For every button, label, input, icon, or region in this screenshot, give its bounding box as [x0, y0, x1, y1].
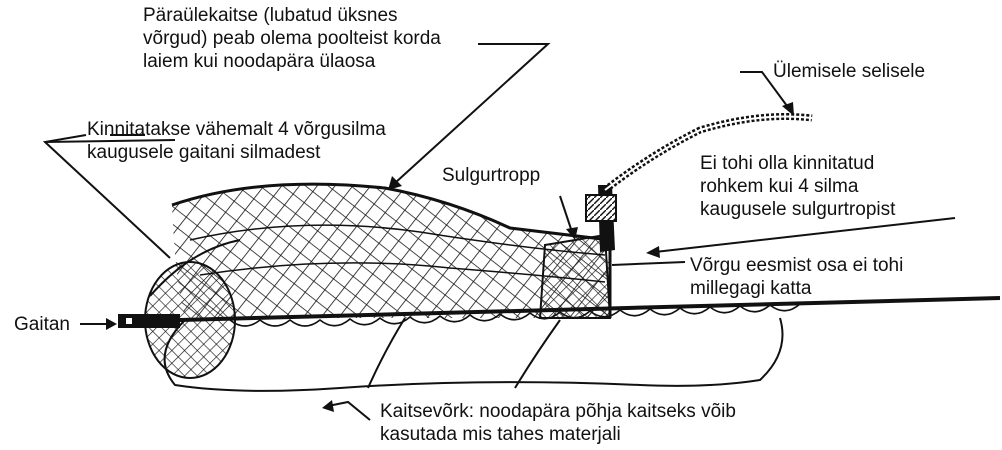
closing-rope-label: Sulgurtropp — [442, 164, 540, 187]
closing-rope-section — [540, 185, 616, 318]
upper-back-label: Ülemisele selisele — [773, 60, 925, 83]
protective-net-outline — [165, 318, 783, 391]
front-not-covered-label: Võrgu eesmist osa ei tohi millegagi katt… — [690, 254, 903, 300]
protective-net-seam-1 — [368, 318, 405, 388]
protective-net-seam-2 — [515, 320, 560, 388]
max-meshes-label: Ei tohi olla kinnitatud rohkem kui 4 sil… — [700, 152, 895, 221]
protective-net-label: Kaitsevõrk: noodapära põhja kaitseks või… — [380, 400, 736, 446]
gaitan-label: Gaitan — [14, 313, 70, 336]
attach-meshes-label: Kinnitatakse vähemalt 4 võrgusilma kaugu… — [87, 118, 386, 164]
top-guard-label: Päraülekaitse (lubatud üksnes võrgud) pe… — [143, 4, 441, 73]
